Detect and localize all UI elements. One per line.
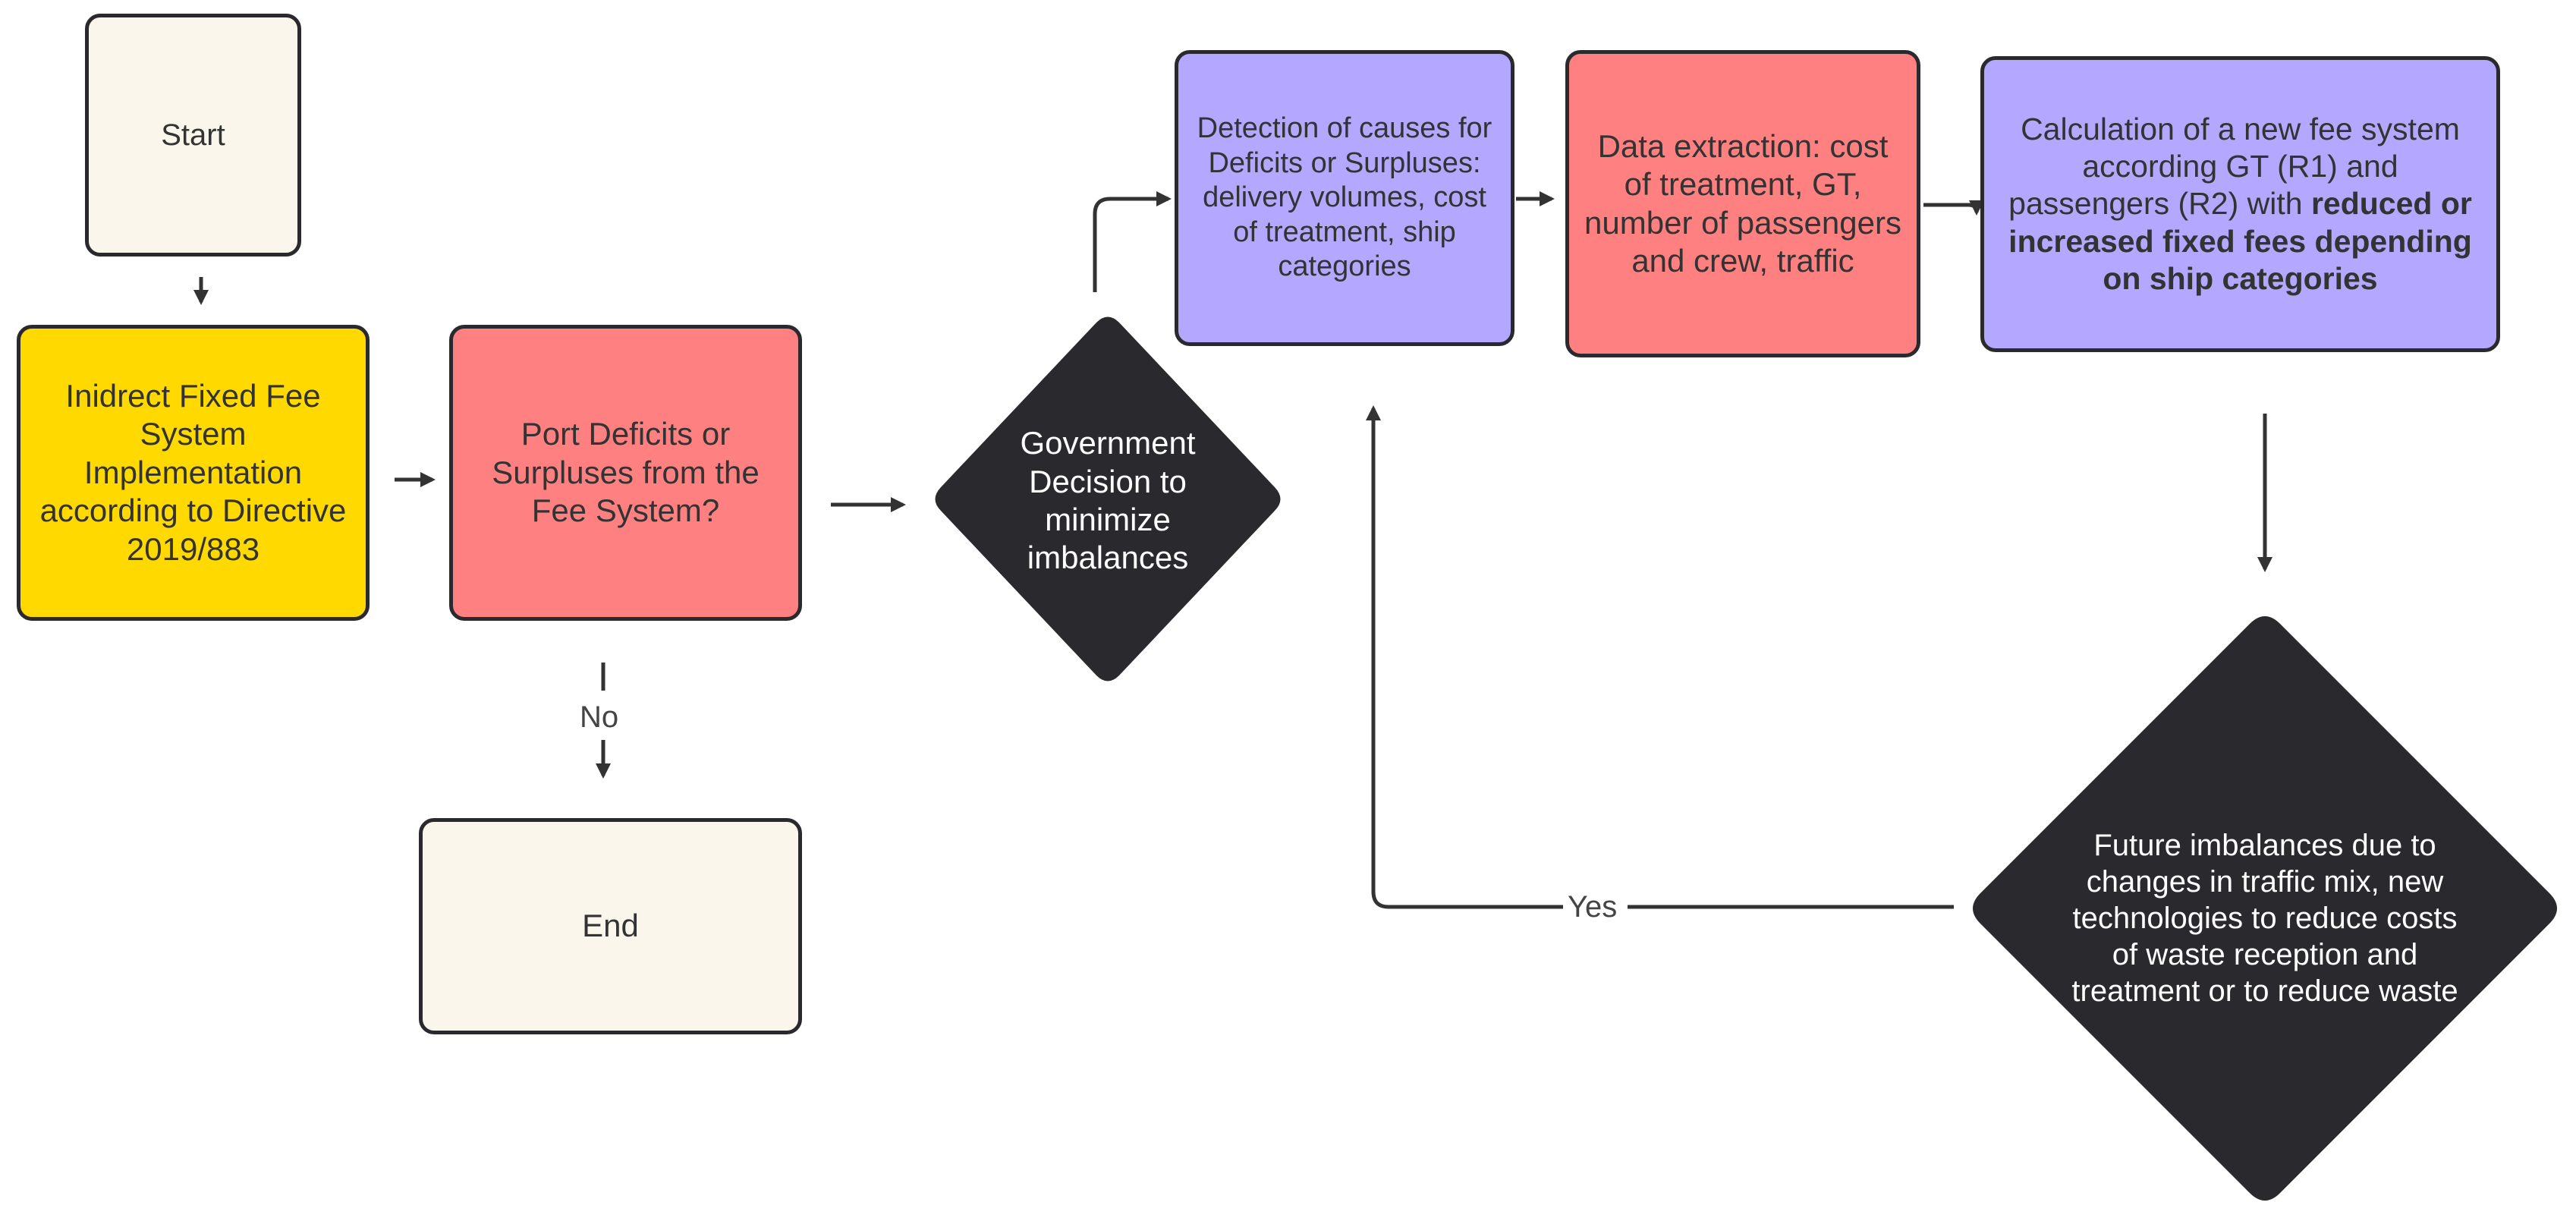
calculation-label-plain: Calculation of a new fee system accordin… <box>2008 112 2460 222</box>
future-imbalances-diamond <box>1973 616 2557 1201</box>
calculation-label: Calculation of a new fee system accordin… <box>2002 111 2478 297</box>
port-deficits-label: Port Deficits or Surpluses from the Fee … <box>492 416 760 529</box>
edge-gov-decision-to-detection <box>1093 191 1172 292</box>
fixed-fee-system-label: Inidrect Fixed Fee System Implementation… <box>39 378 347 567</box>
start-node: Start <box>85 14 301 257</box>
data-extraction-label: Data extraction: cost of treatment, GT, … <box>1584 127 1901 279</box>
port-deficits-node: Port Deficits or Surpluses from the Fee … <box>449 325 802 621</box>
edge-future-imbalances-yes-left <box>1366 405 1563 909</box>
calculation-node: Calculation of a new fee system accordin… <box>1980 56 2500 352</box>
yes-edge-label: Yes <box>1563 892 1622 922</box>
fixed-fee-system-node: Inidrect Fixed Fee System Implementation… <box>17 325 370 621</box>
edge-data-extraction-to-calculation <box>1923 200 1984 216</box>
detection-node: Detection of causes for Deficits or Surp… <box>1175 50 1514 346</box>
end-label: End <box>582 908 639 944</box>
no-edge-label: No <box>575 702 624 732</box>
calculation-label-bold: reduced or increased fixed fees dependin… <box>2008 186 2472 296</box>
gov-decision-diamond <box>935 316 1281 681</box>
gov-decision-label: Government Decision to minimize imbalanc… <box>1020 425 1196 576</box>
end-node: End <box>419 818 802 1034</box>
data-extraction-node: Data extraction: cost of treatment, GT, … <box>1565 50 1920 357</box>
future-imbalances-label: Future imbalances due to changes in traf… <box>2071 829 2458 1008</box>
start-label: Start <box>161 118 225 152</box>
detection-label: Detection of causes for Deficits or Surp… <box>1197 112 1492 283</box>
